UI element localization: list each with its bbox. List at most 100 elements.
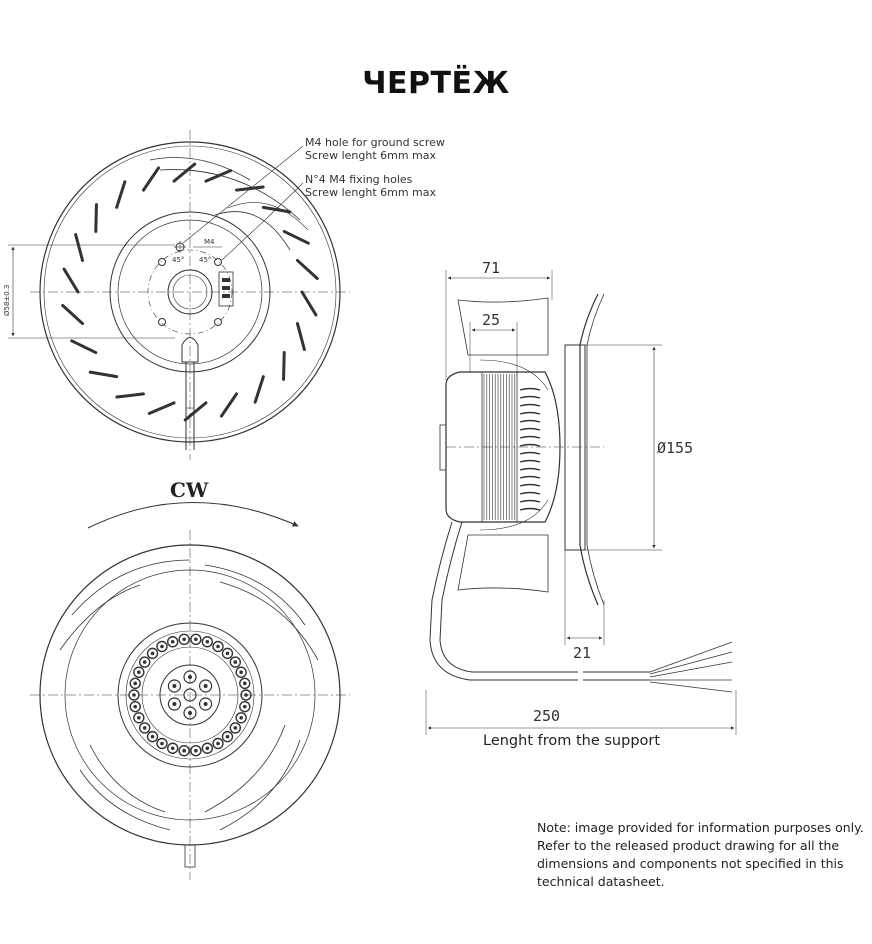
rotor-hole-center <box>203 684 208 688</box>
vent-slot <box>261 205 292 214</box>
vent-slot <box>115 180 127 209</box>
vent-slot <box>300 290 318 317</box>
cooling-hole <box>138 656 151 668</box>
cooling-hole <box>235 666 247 678</box>
rotor-fin <box>519 499 541 503</box>
vent-slot <box>183 401 208 422</box>
cooling-hole-center <box>150 651 155 656</box>
annotation-fixing-holes-2: Screw lenght 6mm max <box>305 186 437 199</box>
cooling-hole <box>138 722 151 734</box>
cooling-hole <box>128 689 140 701</box>
cooling-hole-center <box>170 746 175 751</box>
rotor-hole-center <box>172 702 177 706</box>
vent-slot <box>295 322 306 351</box>
rotor-fin <box>519 475 541 479</box>
fixing-hole <box>158 318 166 326</box>
cooling-hole <box>212 640 224 653</box>
rear-cooling-holes <box>128 633 252 757</box>
rotor-fin <box>519 451 541 455</box>
rotor-fin <box>519 483 541 487</box>
cooling-hole <box>221 730 234 743</box>
note-line: technical datasheet. <box>537 874 665 889</box>
vent-slot <box>70 339 98 355</box>
cooling-hole <box>240 689 252 701</box>
cooling-hole-center <box>242 681 247 686</box>
vent-slot <box>295 258 319 281</box>
rotor-hole <box>167 679 182 693</box>
cooling-hole <box>166 742 179 754</box>
rotor-fin <box>519 427 541 431</box>
vent-slot <box>282 351 286 381</box>
rotor-hole <box>198 697 213 711</box>
rotor-hub <box>183 688 197 702</box>
rotor-hole-center <box>188 711 192 715</box>
cooling-hole <box>146 647 159 660</box>
rotor-fin <box>519 411 541 415</box>
fixing-hole <box>214 258 222 266</box>
rotor-fin <box>519 395 541 399</box>
cooling-hole-center <box>233 660 238 664</box>
cooling-hole <box>146 730 159 743</box>
vent-slot <box>235 185 265 192</box>
cooling-hole-center <box>242 704 247 709</box>
vent-slot <box>282 229 310 245</box>
dimension-250: 250 <box>533 707 560 725</box>
cooling-hole-center <box>194 748 198 753</box>
cooling-hole <box>190 744 202 757</box>
rotor-fin <box>519 403 541 407</box>
rotor-hole <box>183 670 197 684</box>
rotor-fin <box>519 387 541 391</box>
cooling-hole <box>178 633 190 646</box>
rotor-fin <box>519 467 541 471</box>
cooling-hole <box>229 722 242 734</box>
motor-cooling-fins <box>483 374 541 520</box>
cable-length-caption: Lenght from the support <box>483 733 660 749</box>
cooling-hole <box>129 677 141 690</box>
rear-view <box>30 530 350 880</box>
cooling-hole <box>178 744 190 757</box>
cooling-hole-center <box>205 746 210 751</box>
cooling-hole-center <box>182 637 186 642</box>
cooling-hole-center <box>216 644 220 649</box>
cooling-hole-center <box>225 651 230 656</box>
cooling-hole <box>229 656 242 668</box>
note-line: Refer to the released product drawing fo… <box>537 838 840 853</box>
cooling-hole <box>221 647 234 660</box>
rotor-hole-center <box>188 675 192 679</box>
annotation-ground-screw-1: M4 hole for ground screw <box>305 136 445 149</box>
cooling-hole-center <box>205 639 210 644</box>
cooling-hole-center <box>225 734 230 739</box>
fixing-hole <box>214 318 222 326</box>
rotor-fin <box>519 443 541 447</box>
note-line: dimensions and components not specified … <box>537 856 844 871</box>
fixing-hole <box>158 258 166 266</box>
dimension-71: 71 <box>482 259 500 277</box>
annotation-ground-screw-2: Screw lenght 6mm max <box>305 149 437 162</box>
rotor-fin <box>519 459 541 463</box>
cooling-hole-center <box>194 637 198 642</box>
cooling-hole <box>190 633 202 646</box>
rotor-hole <box>167 697 182 711</box>
rotor-hole <box>183 706 197 720</box>
cooling-hole <box>201 636 214 648</box>
vent-slot <box>219 392 239 418</box>
cooling-hole-center <box>132 693 136 697</box>
cooling-hole-center <box>160 741 164 746</box>
cooling-hole-center <box>244 693 248 697</box>
rotation-label: CW <box>170 478 209 502</box>
vent-slot <box>88 370 119 379</box>
cooling-hole <box>156 640 168 653</box>
vent-slot <box>62 267 80 294</box>
cooling-hole-center <box>160 644 164 649</box>
rotor-fin <box>519 435 541 439</box>
dimension-21: 21 <box>573 644 591 662</box>
page-title: ЧЕРТЁЖ <box>362 66 510 101</box>
disclaimer-note: Note: image provided for information pur… <box>537 819 867 891</box>
cooling-hole-center <box>133 681 138 686</box>
cooling-hole <box>133 712 145 724</box>
cooling-hole <box>212 737 224 750</box>
rotor-hole-center <box>172 684 177 688</box>
cooling-hole <box>156 737 168 750</box>
cooling-hole-center <box>133 704 138 709</box>
cooling-hole-center <box>233 726 238 730</box>
